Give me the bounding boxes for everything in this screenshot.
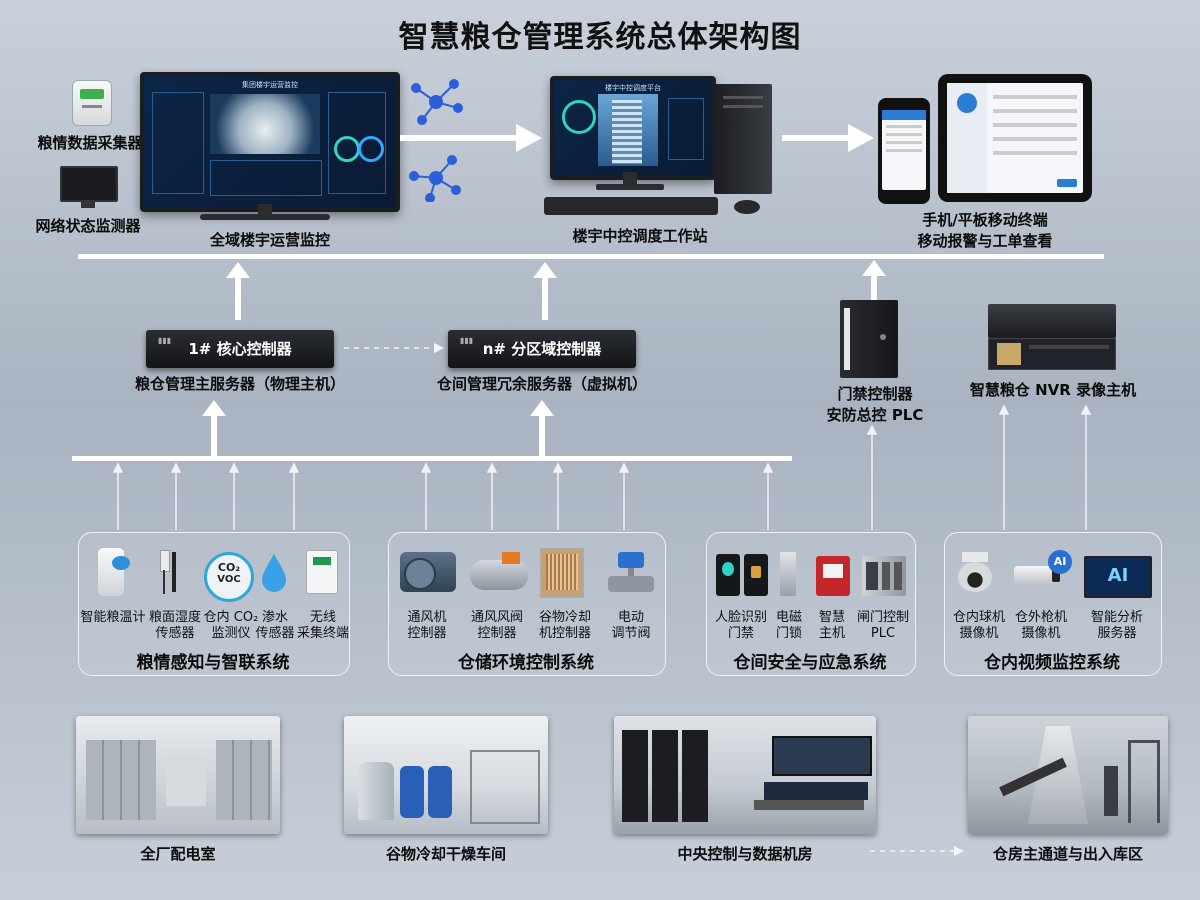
rack-logo-icon: ▮▮▮	[158, 336, 172, 345]
access-plc-label-1: 门禁控制器	[837, 385, 913, 403]
bottom-label: 仓房主通道与出入库区	[992, 845, 1143, 863]
gate-plc-icon	[862, 556, 906, 596]
access-keypad-icon	[744, 554, 768, 596]
group-title: 仓储环境控制系统	[458, 653, 594, 673]
electric-valve-icon	[608, 552, 654, 594]
core-controller-rack: ▮▮▮ 1# 核心控制器	[146, 330, 334, 368]
device-label: 人脸识别门禁	[714, 610, 767, 641]
ops-monitor-label: 全域楼宇运营监控	[209, 231, 330, 249]
rack-logo-icon: ▮▮▮	[460, 336, 474, 345]
device-label: 谷物冷却机控制器	[538, 610, 591, 641]
grain-cooler-icon	[540, 548, 584, 598]
warehouse-corridor-photo	[968, 716, 1168, 834]
workstation-label: 楼宇中控调度工作站	[572, 227, 708, 245]
device-label: 智能分析服务器	[1090, 610, 1143, 641]
core-controller-label: 1# 核心控制器	[188, 340, 292, 358]
uplink-arrow-icon	[226, 262, 250, 320]
device-label: 电动调节阀	[611, 610, 651, 641]
zone-controller-rack: ▮▮▮ n# 分区域控制器	[448, 330, 636, 368]
keyboard-icon	[544, 197, 718, 215]
tablet-icon	[938, 74, 1092, 202]
grain-thermometer-icon	[98, 548, 130, 596]
uplink-arrow-icon	[202, 400, 226, 458]
device-label: 智慧主机	[818, 610, 845, 641]
co2-badge-bottom: VOC	[217, 574, 241, 585]
zone-controller-label: n# 分区域控制器	[482, 340, 602, 358]
access-plc-label-2: 安防总控 PLC	[826, 406, 924, 424]
phone-icon	[878, 98, 930, 204]
pc-tower-icon	[714, 84, 772, 194]
drying-workshop-photo	[344, 716, 548, 834]
uplink-arrow-icon	[530, 400, 554, 458]
bottom-label: 全厂配电室	[140, 845, 216, 863]
device-label: 电磁门锁	[775, 610, 802, 641]
workstation-screen-title: 楼宇中控调度平台	[605, 84, 661, 92]
ops-monitor-screen: 集团楼宇运营监控	[140, 72, 400, 212]
network-monitor-label: 网络状态监测器	[35, 217, 141, 235]
page-title: 智慧粮仓管理系统总体架构图	[398, 20, 802, 55]
mouse-icon	[734, 200, 760, 214]
dashed-arrow-icon	[870, 846, 964, 856]
bullet-camera-icon	[1014, 566, 1060, 586]
device-label: 智能粮温计	[80, 610, 146, 625]
co2-monitor-icon: CO₂ VOC	[204, 552, 254, 602]
humidity-sensor-icon	[156, 550, 180, 596]
ai-server-label: AI	[1107, 565, 1129, 586]
magnetic-lock-icon	[780, 552, 796, 596]
wireless-terminal-icon	[306, 550, 338, 594]
zone-server-label: 仓间管理冗余服务器（虚拟机）	[436, 375, 647, 393]
ai-badge-icon: AI	[1048, 550, 1072, 574]
uplink-arrow-icon	[533, 262, 557, 320]
data-collector-label: 粮情数据采集器	[37, 134, 143, 152]
face-recognition-icon	[716, 554, 740, 596]
device-label: 渗水传感器	[255, 610, 295, 641]
power-room-photo	[76, 716, 280, 834]
thin-connector-lines	[112, 404, 1092, 530]
co2-badge-top: CO₂	[217, 561, 241, 574]
ops-monitor-stand	[200, 204, 330, 222]
device-label: 无线采集终端	[296, 610, 349, 641]
air-valve-icon	[470, 552, 528, 590]
network-monitor-icon	[60, 166, 118, 208]
access-control-cabinet-icon	[840, 300, 898, 378]
top-bus-line	[78, 254, 1104, 259]
mobile-label-2: 移动报警与工单查看	[917, 232, 1053, 250]
dashed-arrow-icon	[344, 343, 444, 353]
group-title: 仓内视频监控系统	[984, 653, 1120, 673]
device-label: 通风机控制器	[407, 610, 447, 641]
flow-arrow-icon	[400, 124, 542, 152]
alarm-host-icon	[816, 556, 850, 596]
workstation-stand	[596, 172, 664, 192]
ops-screen-title: 集团楼宇运营监控	[242, 81, 298, 89]
dome-camera-icon	[956, 552, 994, 594]
device-label: 仓内球机摄像机	[952, 610, 1005, 641]
group-title: 粮情感知与智联系统	[136, 653, 290, 673]
group-title: 仓间安全与应急系统	[733, 653, 887, 673]
flow-arrow-icon	[782, 124, 874, 152]
device-label: 仓外枪机摄像机	[1014, 610, 1067, 641]
control-room-photo	[614, 716, 876, 834]
network-node-icon	[409, 155, 461, 202]
nvr-recorder-icon	[988, 304, 1116, 370]
bottom-label: 中央控制与数据机房	[677, 845, 813, 863]
water-drop-icon	[262, 554, 286, 592]
nvr-label: 智慧粮仓 NVR 录像主机	[969, 381, 1137, 399]
mobile-label-1: 手机/平板移动终端	[922, 211, 1048, 229]
device-label: 粮面湿度传感器	[148, 610, 201, 641]
bottom-label: 谷物冷却干燥车间	[385, 845, 506, 863]
network-node-icon	[411, 79, 463, 125]
lower-bus-line	[72, 456, 792, 461]
core-server-label: 粮仓管理主服务器（物理主机）	[134, 375, 345, 393]
uplink-arrow-icon	[862, 260, 886, 300]
data-collector-icon	[72, 80, 112, 126]
ventilation-fan-icon	[400, 552, 456, 592]
workstation-monitor-screen: 楼宇中控调度平台	[550, 76, 716, 180]
device-label: 通风风阀控制器	[470, 610, 523, 641]
ai-server-icon: AI	[1084, 556, 1152, 598]
